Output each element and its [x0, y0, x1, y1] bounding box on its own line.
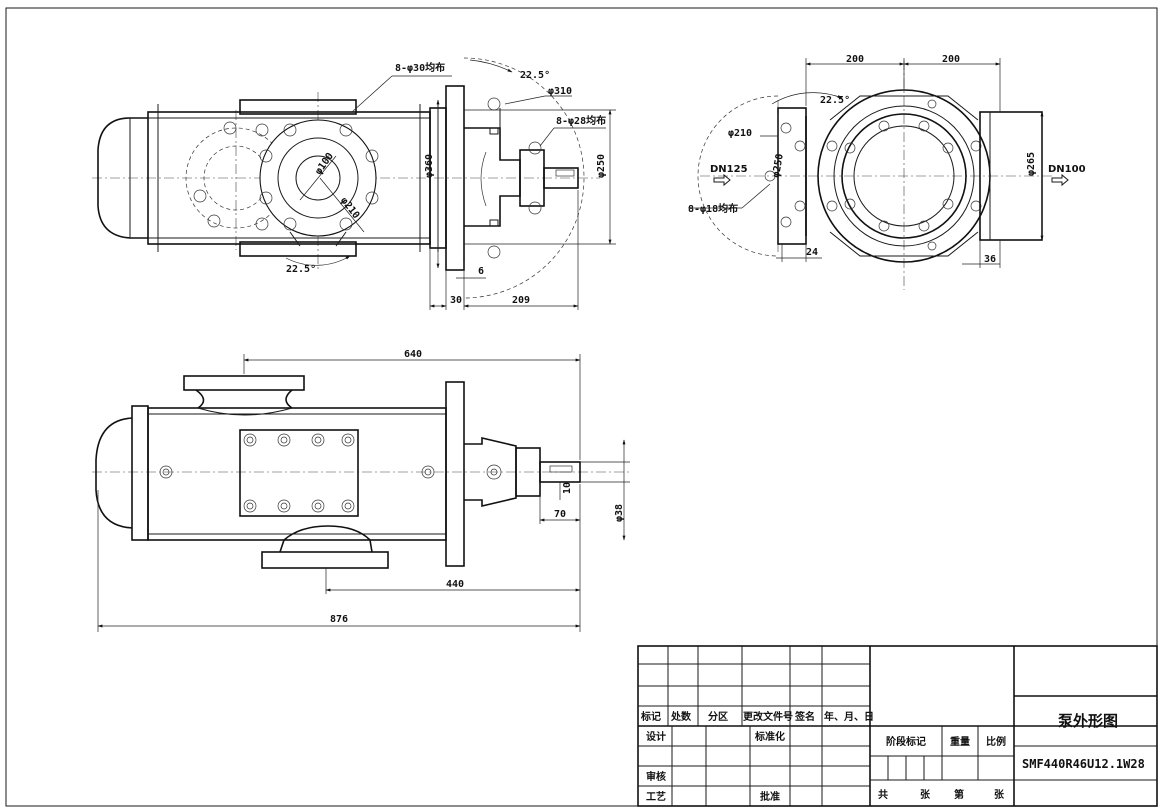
- front-bolt-holes-mid-label: 8-φ28均布: [556, 114, 606, 127]
- front-bolt-holes-label: 8-φ30均布: [395, 61, 445, 74]
- bottom-len-876-label: 876: [330, 614, 348, 625]
- sheets-unit-label: 张: [920, 788, 931, 801]
- front-len-209-label: 209: [512, 295, 530, 306]
- side-outlet-dn-label: DN100: [1048, 164, 1086, 175]
- model-code: SMF440R46U12.1W28: [1022, 757, 1145, 771]
- side-dia-250-label: φ250: [771, 153, 786, 179]
- side-dia-210-label: φ210: [728, 128, 752, 139]
- side-inlet-dn-label: DN125: [710, 164, 748, 175]
- front-angle-bottom-label: 22.5°: [286, 264, 316, 275]
- bottom-view: 640 440 876 70 10 φ38: [92, 349, 630, 632]
- header-zone: 分区: [708, 710, 728, 723]
- side-bolt-holes-label: 8-φ18均布: [688, 202, 738, 215]
- stage-mark-label: 阶段标记: [886, 735, 926, 748]
- weight-label: 重量: [950, 735, 970, 748]
- side-angle-label: 22.5°: [820, 95, 850, 106]
- side-width-200-right-label: 200: [942, 54, 960, 65]
- side-len-24-label: 24: [806, 247, 818, 258]
- bottom-len-440-label: 440: [446, 579, 464, 590]
- header-signature: 签名: [794, 710, 815, 723]
- bottom-len-10-label: 10: [562, 482, 573, 494]
- front-view: 8-φ30均布 22.5° φ310 8-φ28均布 φ100 φ210 φ36…: [92, 57, 616, 310]
- header-date: 年、月、日: [824, 710, 874, 723]
- approval-label: 批准: [760, 790, 780, 803]
- header-mark: 标记: [640, 710, 661, 723]
- bottom-len-70-label: 70: [554, 509, 566, 520]
- drawing-border: [5, 7, 1158, 807]
- scale-label: 比例: [986, 735, 1006, 748]
- side-width-200-left-label: 200: [846, 54, 864, 65]
- front-angle-top-label: 22.5°: [520, 70, 550, 81]
- side-view: 200 200 22.5° φ210 φ250 DN125 DN100 8-φ1…: [688, 54, 1086, 290]
- front-pcd-310-label: φ310: [548, 86, 572, 97]
- sheet-no-unit-label: 张: [994, 788, 1005, 801]
- header-count: 处数: [670, 710, 692, 723]
- title-block: 标记 处数 分区 更改文件号 签名 年、月、日 设计 审核 工艺 标准化 批准 …: [637, 645, 1158, 807]
- standardization-label: 标准化: [754, 730, 785, 743]
- sheets-total-label: 共: [878, 788, 888, 801]
- bottom-len-640-label: 640: [404, 349, 422, 360]
- bottom-dia-38-label: φ38: [614, 504, 625, 522]
- row-review: 审核: [646, 770, 666, 783]
- row-process: 工艺: [646, 790, 666, 803]
- side-dia-265-label: φ265: [1026, 152, 1037, 176]
- front-gap-6-label: 6: [478, 266, 484, 277]
- front-dia-250-label: φ250: [596, 154, 607, 178]
- side-len-36-label: 36: [984, 254, 996, 265]
- drawing-title: 泵外形图: [1058, 712, 1118, 730]
- front-dia-360-label: φ360: [424, 154, 435, 178]
- row-design: 设计: [646, 730, 666, 743]
- front-len-30-label: 30: [450, 295, 462, 306]
- sheet-no-label: 第: [954, 788, 964, 801]
- header-change-doc: 更改文件号: [743, 710, 793, 723]
